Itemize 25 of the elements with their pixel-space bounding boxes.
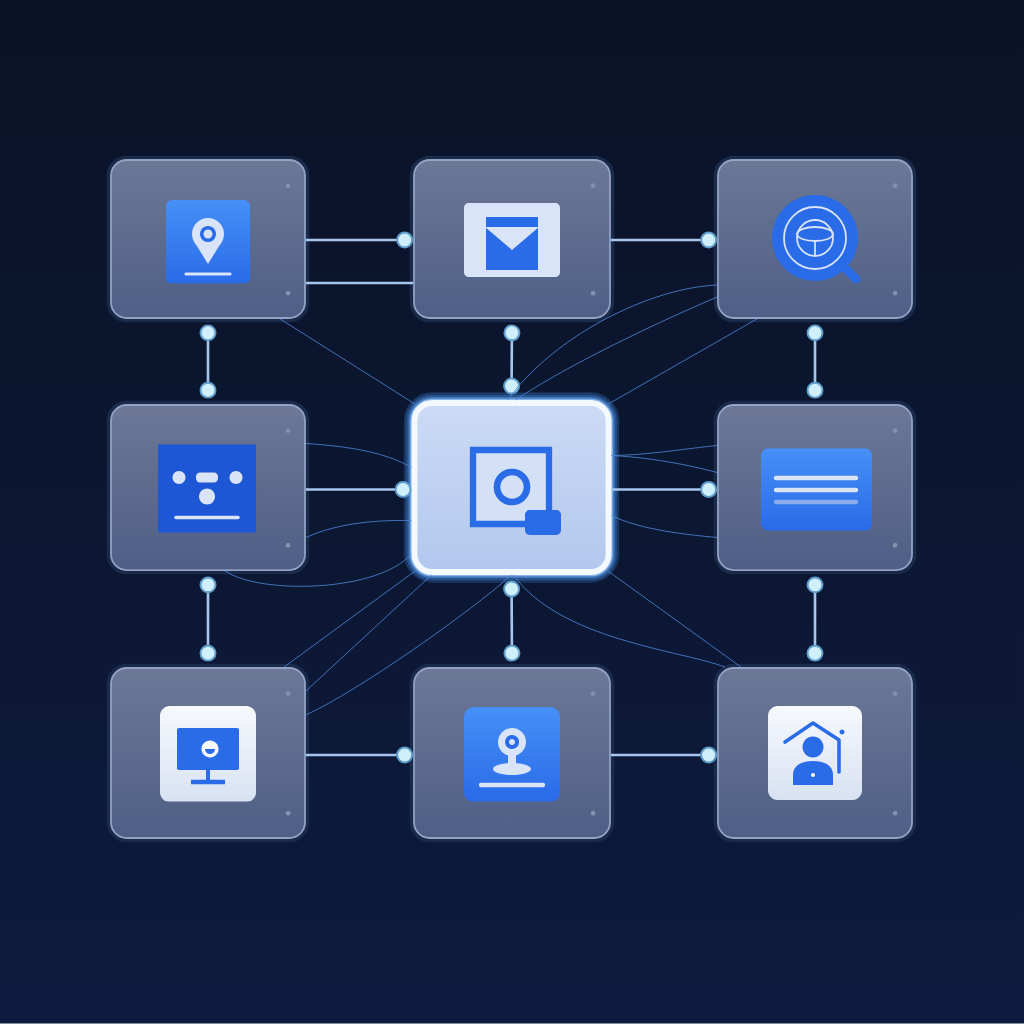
connector-line [305,231,414,249]
connector-line [199,324,217,399]
connector-line [611,455,718,473]
connector-line [305,520,412,538]
connector-line [305,746,414,764]
connector-line [606,569,742,668]
connector-line [610,231,718,249]
connector-line [279,318,417,406]
connector-line [503,324,521,395]
connector-line [606,318,758,406]
connector-line [305,443,412,468]
connector-line [283,569,417,668]
connector-line [305,574,432,692]
connector-line [611,481,718,498]
connector-line [305,481,412,498]
connector-line [305,574,512,716]
connector-line [199,576,217,662]
connector-line [513,574,726,668]
connector-line [224,553,412,587]
connector-line [305,281,414,285]
connector-line [503,580,521,662]
connector-line [806,324,824,399]
connector-line [611,515,718,538]
connector-line [610,746,718,764]
connector-line [806,576,824,662]
